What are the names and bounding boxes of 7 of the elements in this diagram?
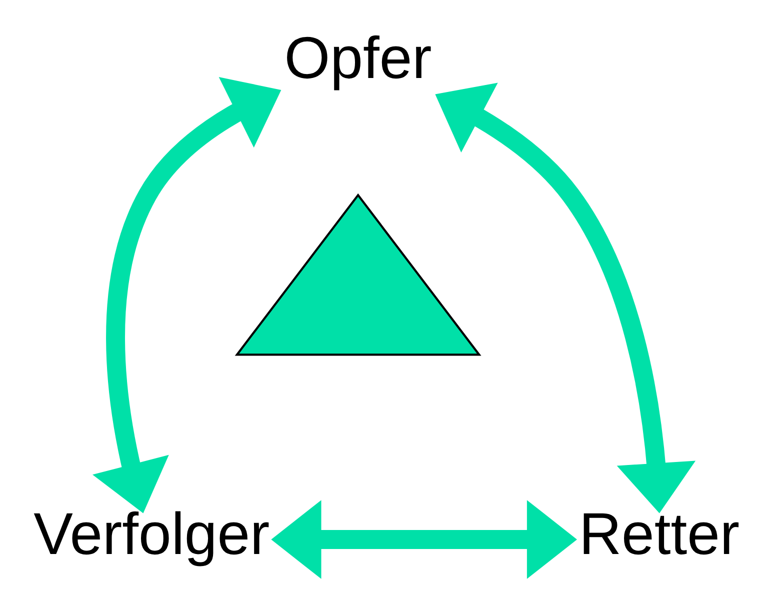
node-triangle xyxy=(234,193,482,356)
node-text: Retter xyxy=(578,502,740,568)
arrow xyxy=(435,82,696,514)
arrow xyxy=(92,76,282,514)
node-text: Opfer xyxy=(284,26,432,92)
arrow xyxy=(271,500,578,579)
node-text: Verfolger xyxy=(34,502,270,568)
